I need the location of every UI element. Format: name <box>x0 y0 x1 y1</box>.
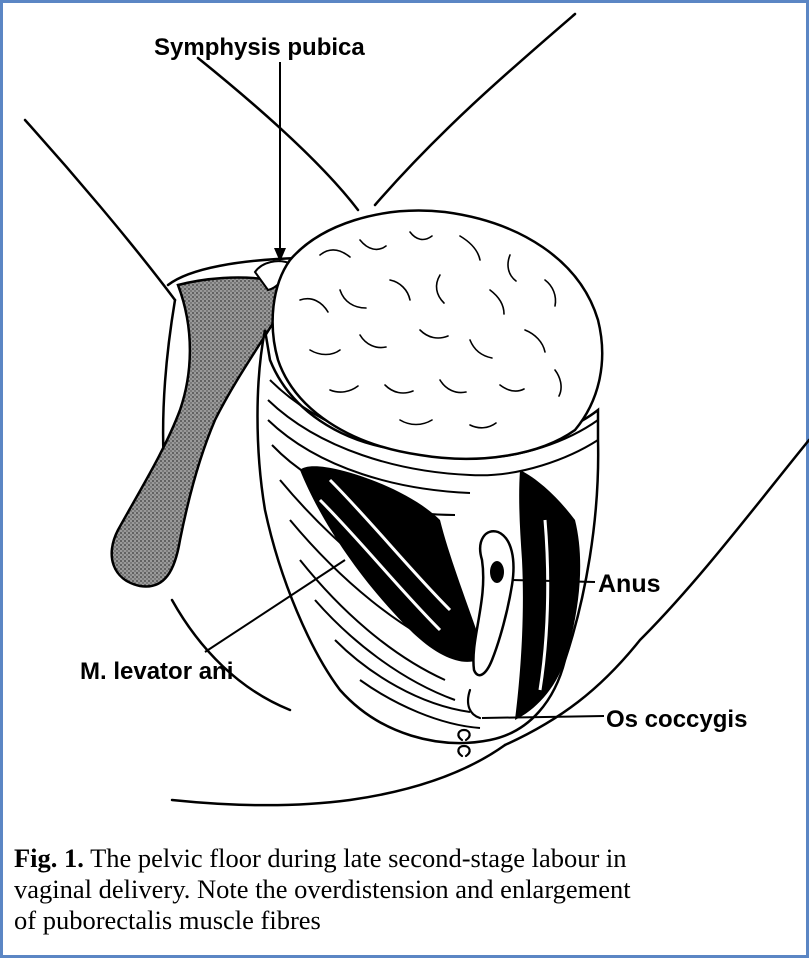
caption-line-3: of puborectalis muscle fibres <box>14 905 804 936</box>
label-os-coccygis: Os coccygis <box>606 708 747 732</box>
pubic-bone <box>112 278 282 587</box>
caption-text-line-1: The pelvic floor during late second-stag… <box>90 843 626 873</box>
caption-line-2: vaginal delivery. Note the overdistensio… <box>14 874 804 905</box>
caption-figure-number: Fig. 1. <box>14 843 84 873</box>
figure-caption: Fig. 1. The pelvic floor during late sec… <box>14 843 804 936</box>
label-levator-ani: M. levator ani <box>80 660 233 684</box>
label-anus: Anus <box>598 572 661 597</box>
caption-line-1: Fig. 1. The pelvic floor during late sec… <box>14 843 804 874</box>
label-symphysis-pubica: Symphysis pubica <box>154 36 365 60</box>
